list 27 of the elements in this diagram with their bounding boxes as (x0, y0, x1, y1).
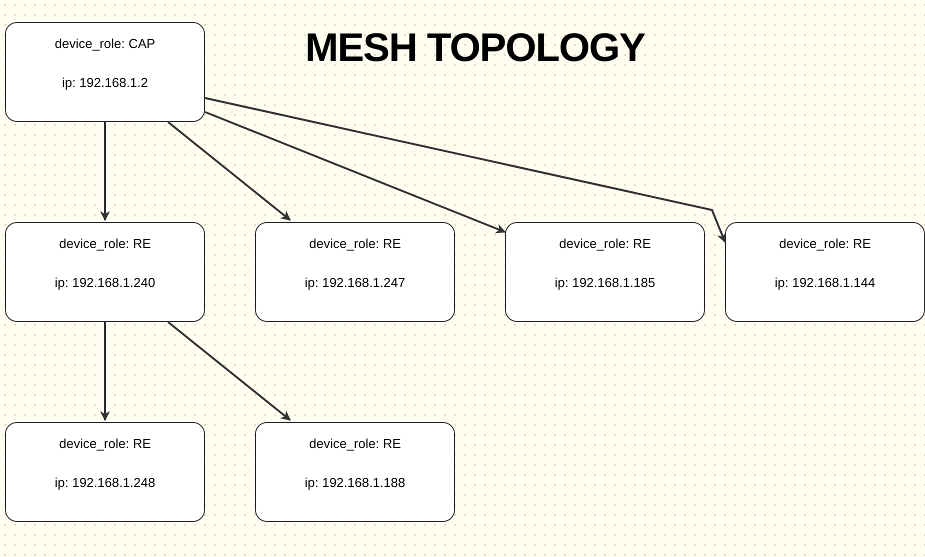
device-box (725, 222, 925, 322)
ip-address-text: ip: 192.168.1.248 (54, 475, 156, 490)
diagram-title: MESH TOPOLOGY (304, 26, 646, 71)
device-role-text: device_role: RE (779, 236, 871, 251)
ip-address-text: ip: 192.168.1.240 (54, 275, 156, 290)
ip-address-text: ip: 192.168.1.185 (554, 275, 656, 290)
device-box (5, 22, 205, 122)
device-role-text: device_role: RE (309, 236, 401, 251)
device-role-text: device_role: RE (59, 436, 151, 451)
ip-address-text: ip: 192.168.1.144 (774, 275, 876, 290)
arrow (100, 122, 110, 221)
arrow (100, 322, 110, 421)
device-role-text: device_role: RE (559, 236, 651, 251)
device-role-text: device_role: RE (59, 236, 151, 251)
device-box (5, 222, 205, 322)
device-box (505, 222, 705, 322)
device-box (5, 422, 205, 522)
device-role-text: device_role: RE (309, 436, 401, 451)
device-box (255, 222, 455, 322)
ip-address-text: ip: 192.168.1.188 (304, 475, 406, 490)
device-role-text: device_role: CAP (54, 36, 156, 51)
ip-address-text: ip: 192.168.1.247 (304, 275, 406, 290)
arrow (204, 111, 506, 234)
arrow (167, 121, 291, 221)
ip-address-text: ip: 192.168.1.2 (62, 75, 148, 90)
device-box (255, 422, 455, 522)
arrow (167, 321, 291, 421)
